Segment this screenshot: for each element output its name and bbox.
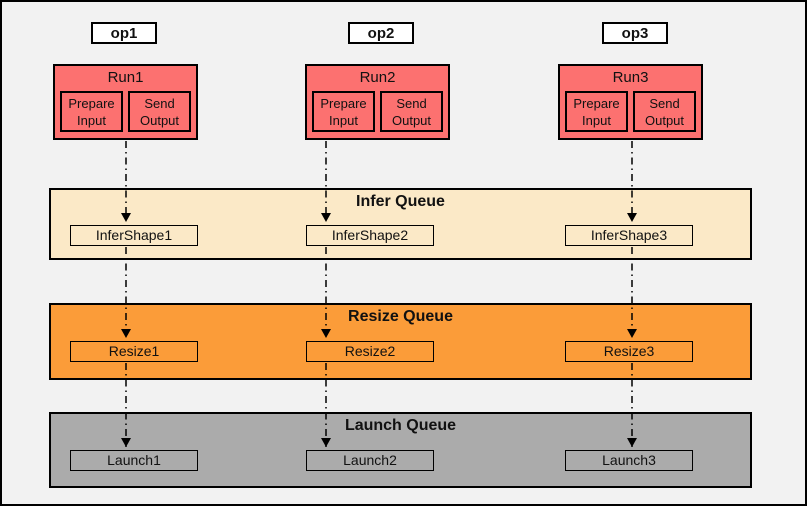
resize-queue-title: Resize Queue xyxy=(348,308,453,325)
resize2-box: Resize2 xyxy=(306,341,434,362)
run2-title: Run2 xyxy=(359,69,396,86)
run2-box: Run2 Prepare Input Send Output xyxy=(305,64,450,140)
op1-label: op1 xyxy=(91,22,157,44)
run3-send-output-box: Send Output xyxy=(633,91,696,132)
infer-queue-title: Infer Queue xyxy=(356,193,445,210)
infershape1-box: InferShape1 xyxy=(70,225,198,246)
op3-label: op3 xyxy=(602,22,668,44)
infer-queue-band: Infer Queue xyxy=(49,188,752,260)
run3-box: Run3 Prepare Input Send Output xyxy=(558,64,703,140)
run2-send-output-box: Send Output xyxy=(380,91,443,132)
resize1-box: Resize1 xyxy=(70,341,198,362)
run1-title: Run1 xyxy=(107,69,144,86)
launch3-box: Launch3 xyxy=(565,450,693,471)
launch2-box: Launch2 xyxy=(306,450,434,471)
infershape3-box: InferShape3 xyxy=(565,225,693,246)
run3-prepare-input-box: Prepare Input xyxy=(565,91,628,132)
infershape2-box: InferShape2 xyxy=(306,225,434,246)
run1-send-output-box: Send Output xyxy=(128,91,191,132)
launch-queue-title: Launch Queue xyxy=(344,417,457,434)
run1-box: Run1 Prepare Input Send Output xyxy=(53,64,198,140)
run3-title: Run3 xyxy=(612,69,649,86)
launch1-box: Launch1 xyxy=(70,450,198,471)
run1-prepare-input-box: Prepare Input xyxy=(60,91,123,132)
resize3-box: Resize3 xyxy=(565,341,693,362)
op2-label: op2 xyxy=(348,22,414,44)
run2-prepare-input-box: Prepare Input xyxy=(312,91,375,132)
